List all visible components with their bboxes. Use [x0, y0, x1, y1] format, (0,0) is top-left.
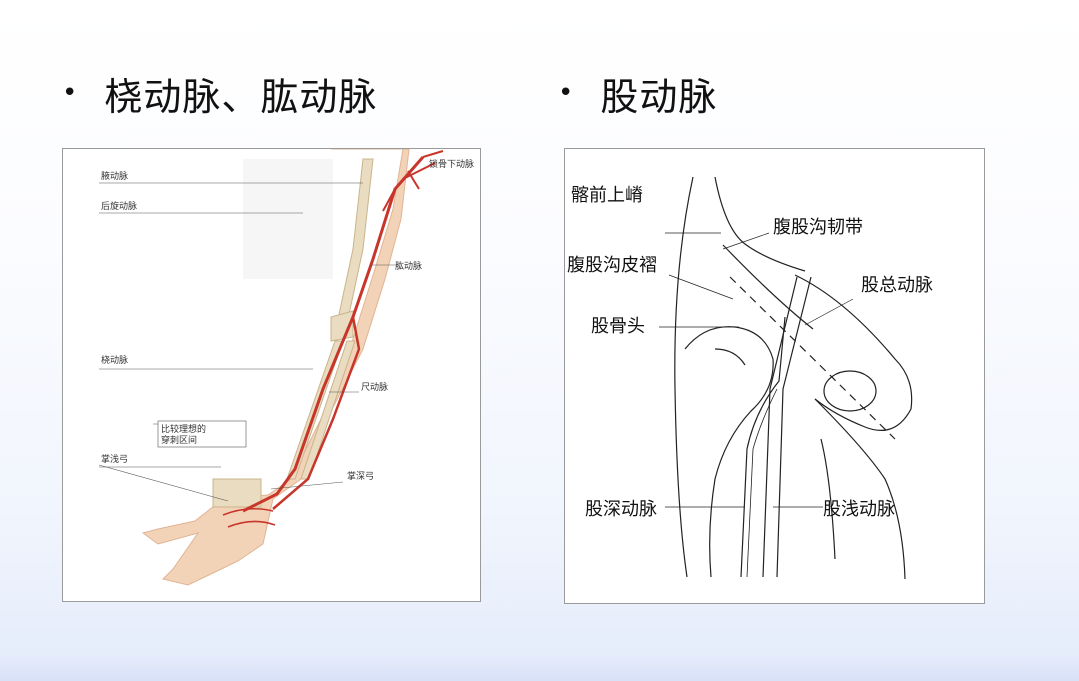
palmar-arches — [222, 507, 276, 528]
heading-left-text: 桡动脉、肱动脉 — [104, 74, 378, 119]
background-shade — [243, 159, 333, 279]
footer-band — [0, 655, 1079, 681]
bullet-icon: • — [558, 78, 575, 108]
radial-artery-line — [242, 156, 425, 513]
femoral-artery-figure: 髂前上嵴 腹股沟韧带 腹股沟皮褶 股总动脉 股骨头 股深动脉 股浅动脉 — [564, 148, 985, 604]
label-common-femoral: 股总动脉 — [861, 275, 933, 296]
bullet-icon: • — [62, 78, 79, 108]
label-posterior-circumflex: 后旋动脉 — [101, 200, 137, 212]
subclavian-branches — [382, 150, 444, 212]
label-ideal-zone-2: 穿刺区间 — [161, 434, 197, 446]
label-ideal-zone-1: 比较理想的 — [161, 423, 206, 435]
label-radial: 桡动脉 — [101, 354, 128, 366]
label-femoral-head: 股骨头 — [591, 316, 645, 337]
femoral-illustration: 髂前上嵴 腹股沟韧带 腹股沟皮褶 股总动脉 股骨头 股深动脉 股浅动脉 — [567, 176, 933, 580]
label-brachial: 肱动脉 — [395, 260, 422, 272]
heading-right-text: 股动脉 — [600, 74, 718, 119]
arm-artery-figure: 腋动脉 后旋动脉 锁骨下动脉 肱动脉 桡动脉 尺动脉 比较理想的 穿刺区间 掌浅… — [62, 148, 481, 602]
label-superficial-femoral: 股浅动脉 — [823, 499, 895, 520]
ideal-zone-box — [157, 420, 247, 448]
label-inguinal-skin-fold: 腹股沟皮褶 — [567, 255, 657, 276]
label-axillary: 腋动脉 — [101, 170, 128, 182]
carpal-bones — [212, 478, 262, 508]
label-subclavian: 锁骨下动脉 — [429, 158, 474, 170]
heading-radial-brachial: • 桡动脉、肱动脉 — [62, 68, 378, 119]
ulnar-artery-line — [272, 316, 361, 510]
label-superficial-arch: 掌浅弓 — [101, 453, 128, 465]
label-deep-arch: 掌深弓 — [347, 471, 374, 482]
heading-femoral: • 股动脉 — [558, 68, 718, 119]
arm-illustration: 腋动脉 后旋动脉 锁骨下动脉 肱动脉 桡动脉 尺动脉 比较理想的 穿刺区间 掌浅… — [98, 149, 474, 586]
femoral-line-art — [674, 176, 913, 580]
label-inguinal-ligament: 腹股沟韧带 — [773, 217, 863, 238]
label-ulnar: 尺动脉 — [361, 381, 388, 393]
femoral-leader-lines — [659, 232, 854, 508]
label-asis: 髂前上嵴 — [571, 185, 643, 206]
label-deep-femoral: 股深动脉 — [585, 499, 657, 520]
